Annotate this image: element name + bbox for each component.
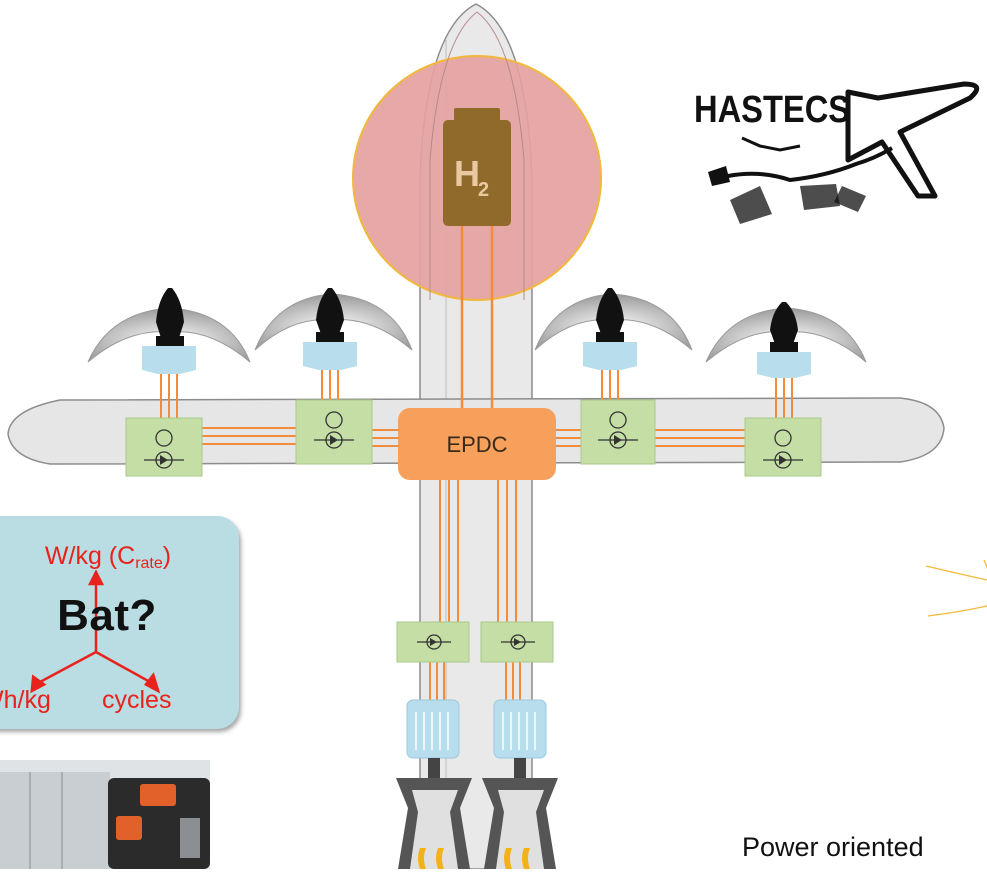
battery-pack-photo [0,760,210,869]
propeller-unit-2 [254,288,413,400]
converter-4 [744,417,822,477]
h2-label: H [454,153,480,194]
converter-3 [580,399,656,465]
battery-criteria-box [0,516,239,729]
hastecs-logo: HASTECS [694,81,980,224]
battery-power-label: W/kg (Crate) [44,542,172,572]
epdc-label: EPDC [446,432,507,457]
ducted-fan-left [396,758,472,869]
decorative-arcs [925,559,987,617]
epdc-hub: EPDC [398,408,556,480]
battery-question-label: Bat? [57,591,157,640]
h2-tank-icon: H 2 [443,108,511,226]
fuselage-motor-right [493,699,547,759]
caption-text: Power oriented [742,832,924,862]
h2-subscript: 2 [478,179,489,201]
battery-cycles-label: cycles [102,686,172,714]
fuselage-motor-left [406,699,460,759]
converter-1 [125,417,203,477]
fuselage-converter-right [480,621,554,663]
propeller-unit-4 [705,302,867,420]
ducted-fan-right [482,758,558,869]
wing-cables [202,427,745,447]
converter-2 [295,399,373,465]
propeller-unit-1 [87,288,251,420]
fuselage-converter-left [396,621,470,663]
hastecs-logo-text: HASTECS [694,88,850,131]
battery-criteria-arrows [30,570,161,694]
tank-cables [460,226,494,410]
fuselage-cables [429,480,521,700]
propeller-unit-3 [534,288,693,400]
battery-energy-label: Wh/kg [0,686,51,714]
